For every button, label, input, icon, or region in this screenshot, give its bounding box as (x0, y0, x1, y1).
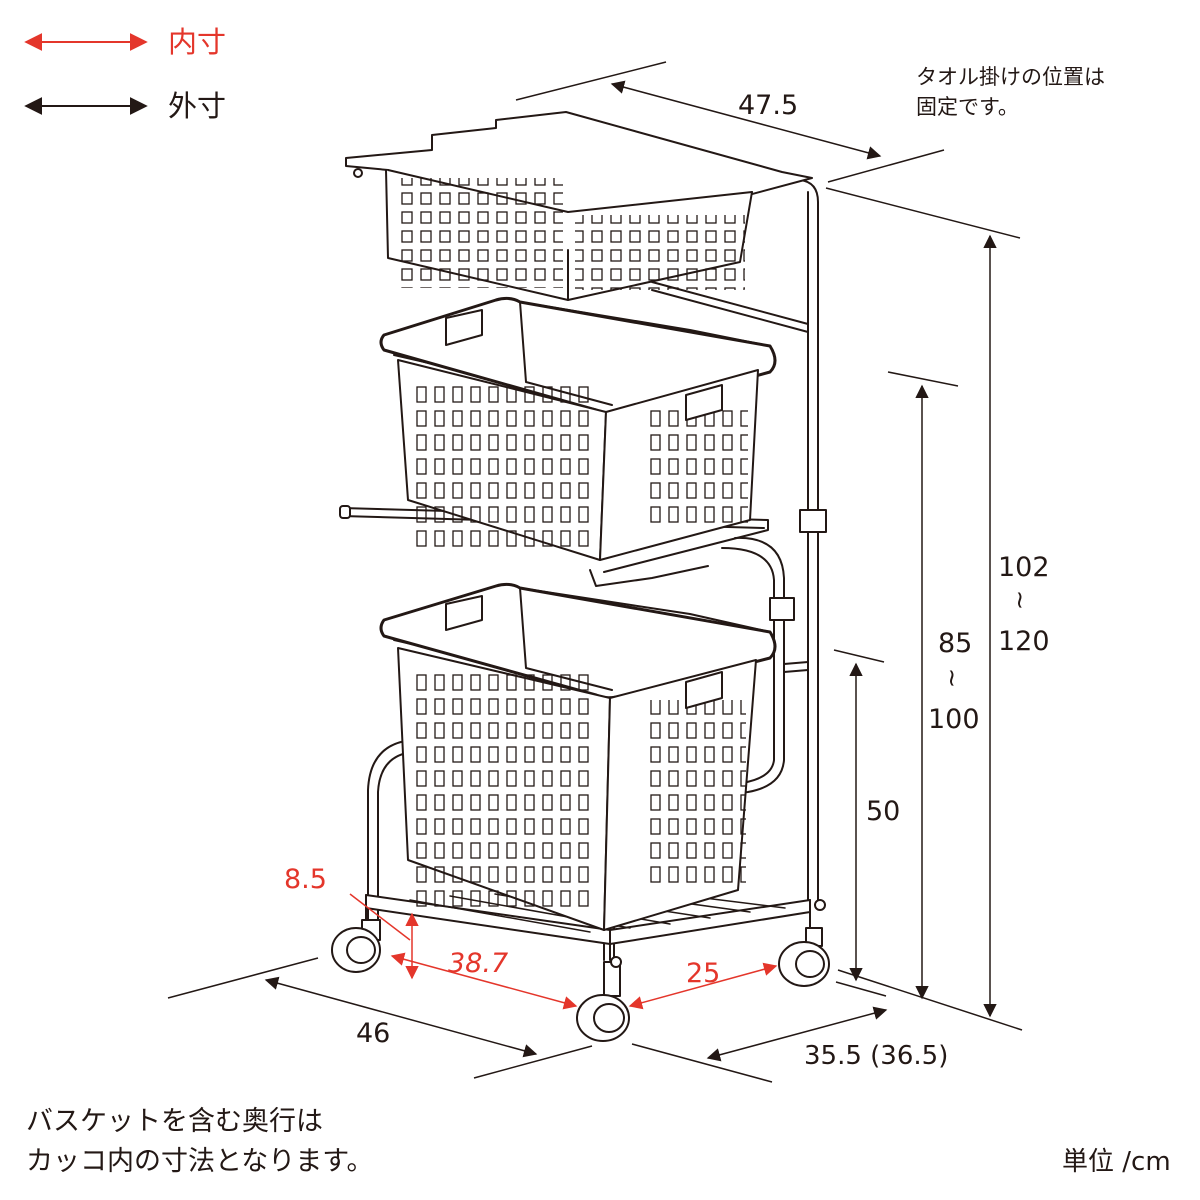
legend-outer-label: 外寸 (168, 89, 226, 123)
label-height-total-range: ~ (1006, 590, 1034, 610)
caster-left (331, 919, 381, 973)
towel-bar-note: タオル掛けの位置は 固定です。 (916, 62, 1105, 122)
dimension-labels: 47.5 102 ~ 120 85 ~ 100 50 46 35.5 (36.5… (284, 90, 1050, 1071)
legend-inner-label: 内寸 (168, 25, 226, 59)
label-height-mid-range: ~ (938, 668, 966, 688)
label-inner-clearance: 8.5 (284, 864, 327, 895)
inner-depth-arrow (628, 962, 778, 1010)
label-width-bottom: 46 (356, 1018, 390, 1049)
label-inner-depth: 25 (686, 958, 720, 989)
depth-arrow (706, 1006, 888, 1062)
label-width-top: 47.5 (738, 90, 798, 121)
casters (331, 919, 830, 1042)
laundry-cart-illustration (331, 111, 830, 1042)
towel-bar-note-line-1: タオル掛けの位置は (916, 65, 1105, 89)
towel-bar-note-line-2: 固定です。 (916, 95, 1019, 119)
caster-front (576, 961, 630, 1042)
label-inner-width: 38.7 (448, 948, 508, 979)
legend: 内寸 外寸 (24, 25, 226, 123)
caster-right (778, 927, 830, 987)
label-height-mid-max: 100 (928, 704, 980, 735)
lower-basket (379, 582, 777, 931)
inner-dimensions (349, 893, 778, 1010)
label-height-mid-min: 85 (938, 628, 972, 659)
top-basket (345, 111, 813, 301)
unit-label: 単位 /cm (1062, 1147, 1171, 1177)
inner-width-arrow (390, 952, 578, 1010)
depth-footnote-line-2: カッコ内の寸法となります。 (26, 1146, 374, 1177)
outer-dimensions (167, 61, 1023, 1083)
width-bottom-arrow (264, 976, 538, 1058)
label-depth: 35.5 (36.5) (804, 1041, 948, 1071)
middle-basket (379, 296, 777, 561)
depth-footnote-line-1: バスケットを含む奥行は (26, 1106, 323, 1137)
width-top-arrow (610, 80, 882, 160)
depth-footnote: バスケットを含む奥行は カッコ内の寸法となります。 (26, 1102, 374, 1182)
label-height-total-max: 120 (998, 626, 1050, 657)
label-height-lower: 50 (866, 796, 900, 827)
label-height-total-min: 102 (998, 552, 1050, 583)
